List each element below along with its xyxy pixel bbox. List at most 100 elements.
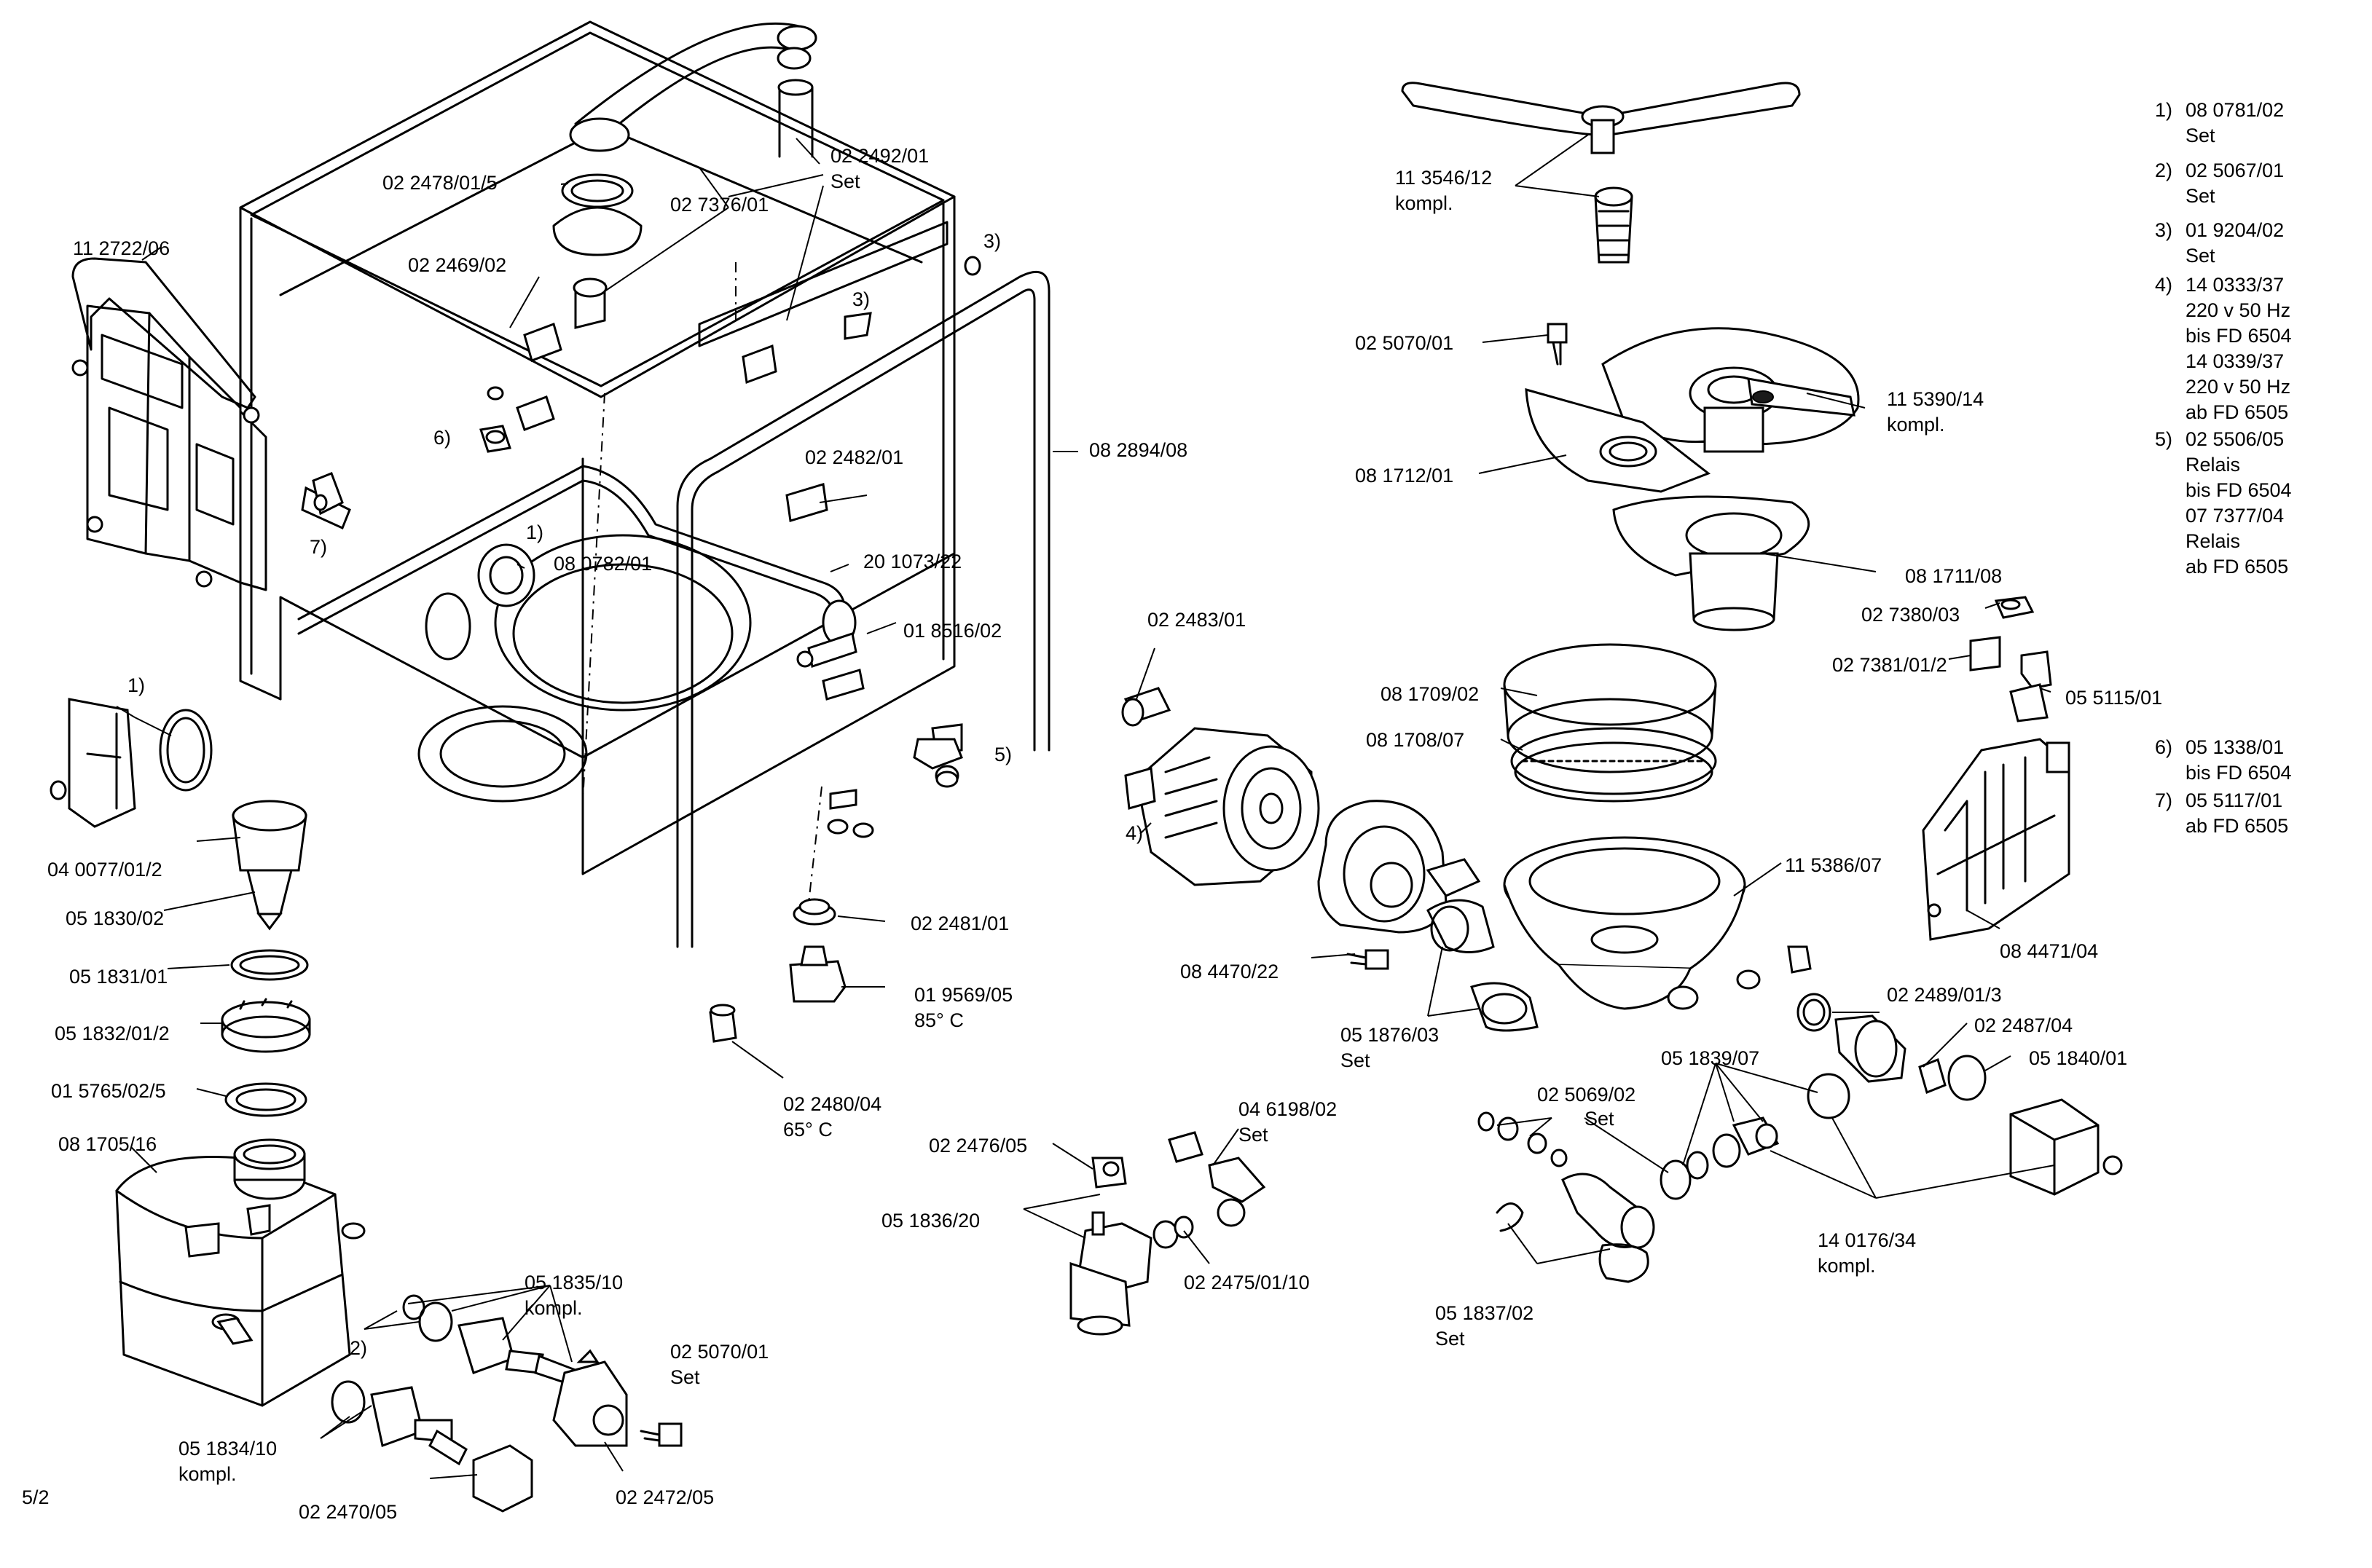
label-08-2894-08: 08 2894/08 bbox=[1089, 439, 1188, 461]
label-05-1876-03: 05 1876/03 bbox=[1340, 1024, 1440, 1046]
footnote-4-line-4: 14 0339/37 bbox=[2186, 350, 2285, 372]
label-05-1840-01: 05 1840/01 bbox=[2029, 1047, 2128, 1069]
footnote-4-line-2: 220 v 50 Hz bbox=[2186, 299, 2291, 321]
footnote-2-line-2: Set bbox=[2186, 185, 2215, 207]
label-set-02-2492: Set bbox=[830, 170, 860, 192]
circulation-pump-motor bbox=[1124, 727, 1539, 1032]
footnote-6-line-1: 05 1338/01 bbox=[2186, 736, 2285, 758]
footnote-5-line-6: ab FD 6505 bbox=[2186, 556, 2289, 578]
note-ref-3-lower: 3) bbox=[852, 288, 871, 310]
label-08-1708-07: 08 1708/07 bbox=[1366, 729, 1465, 751]
label-02-5069-02: 02 5069/02 bbox=[1537, 1084, 1636, 1106]
note-ref-7: 7) bbox=[310, 536, 328, 558]
label-08-4470-22: 08 4470/22 bbox=[1180, 961, 1279, 982]
label-kompl-05-1835: kompl. bbox=[525, 1297, 583, 1319]
label-02-2476-05: 02 2476/05 bbox=[929, 1135, 1028, 1157]
label-65-c: 65° C bbox=[783, 1119, 833, 1140]
note-ref-3-upper: 3) bbox=[983, 230, 1002, 252]
leader-lines bbox=[116, 134, 2055, 1479]
note-ref-6: 6) bbox=[433, 427, 452, 449]
footnote-4-line-6: ab FD 6505 bbox=[2186, 401, 2289, 423]
footnote-4-line-1: 14 0333/37 bbox=[2186, 274, 2285, 296]
label-05-1834-10: 05 1834/10 bbox=[178, 1438, 278, 1459]
label-02-7380-03: 02 7380/03 bbox=[1861, 604, 1960, 626]
label-02-2481-01: 02 2481/01 bbox=[911, 913, 1010, 934]
label-14-0176-34: 14 0176/34 bbox=[1818, 1229, 1917, 1251]
label-02-2487-04: 02 2487/04 bbox=[1974, 1015, 2073, 1036]
footnote-1-key: 1) bbox=[2155, 99, 2173, 121]
label-kompl-11-5390: kompl. bbox=[1887, 414, 1945, 436]
label-02-5070-01-right: 02 5070/01 bbox=[1355, 332, 1454, 354]
note-ref-1-tub: 1) bbox=[526, 521, 544, 543]
label-02-2472-05: 02 2472/05 bbox=[616, 1486, 715, 1508]
label-kompl-05-1834: kompl. bbox=[178, 1463, 237, 1485]
spray-arm-and-filter-assembly bbox=[1401, 82, 2052, 722]
footnote-4-line-5: 220 v 50 Hz bbox=[2186, 376, 2291, 398]
label-01-8516-02: 01 8516/02 bbox=[903, 620, 1002, 642]
label-02-7381-01-2: 02 7381/01/2 bbox=[1832, 654, 1947, 676]
label-05-1832-01-2: 05 1832/01/2 bbox=[55, 1023, 170, 1044]
label-05-1835-10: 05 1835/10 bbox=[525, 1272, 624, 1293]
label-02-2492-01: 02 2492/01 bbox=[830, 145, 930, 167]
label-04-6198-02: 04 6198/02 bbox=[1238, 1098, 1338, 1120]
label-01-9569-05: 01 9569/05 bbox=[914, 984, 1013, 1006]
footnote-6-key: 6) bbox=[2155, 736, 2173, 758]
note-ref-5: 5) bbox=[994, 744, 1013, 765]
label-08-1709-02: 08 1709/02 bbox=[1381, 683, 1480, 705]
label-set-05-1837: Set bbox=[1435, 1328, 1465, 1350]
water-softener-assembly bbox=[50, 698, 366, 1407]
label-11-5386-07: 11 5386/07 bbox=[1785, 854, 1882, 876]
label-02-2483-01: 02 2483/01 bbox=[1147, 609, 1246, 631]
note-ref-4: 4) bbox=[1126, 822, 1144, 844]
label-02-2470-05: 02 2470/05 bbox=[299, 1501, 398, 1523]
label-08-0782-01: 08 0782/01 bbox=[554, 553, 653, 575]
label-02-2469-02: 02 2469/02 bbox=[408, 254, 507, 276]
note-ref-1-left: 1) bbox=[127, 674, 146, 696]
label-02-7376-01: 02 7376/01 bbox=[670, 194, 769, 216]
label-02-2478-01-5: 02 2478/01/5 bbox=[382, 172, 498, 194]
label-08-1705-16: 08 1705/16 bbox=[58, 1133, 157, 1155]
label-05-1839-07: 05 1839/07 bbox=[1661, 1047, 1760, 1069]
label-set-04-6198: Set bbox=[1238, 1124, 1268, 1146]
label-08-1712-01: 08 1712/01 bbox=[1355, 465, 1454, 486]
label-kompl-11-3546: kompl. bbox=[1395, 192, 1453, 214]
footnote-5-line-4: 07 7377/04 bbox=[2186, 505, 2285, 527]
label-02-2482-01: 02 2482/01 bbox=[805, 446, 904, 468]
label-11-3546-12: 11 3546/12 bbox=[1395, 167, 1493, 189]
label-85-c: 85° C bbox=[914, 1009, 964, 1031]
label-set-05-1876: Set bbox=[1340, 1049, 1370, 1071]
footnote-5-line-5: Relais bbox=[2186, 530, 2241, 552]
footnote-3-key: 3) bbox=[2155, 219, 2173, 241]
label-02-5070-01-left: 02 5070/01 bbox=[670, 1341, 769, 1363]
footnote-4-line-3: bis FD 6504 bbox=[2186, 325, 2292, 347]
footnote-4-key: 4) bbox=[2155, 274, 2173, 296]
label-08-1711-08: 08 1711/08 bbox=[1905, 565, 2003, 587]
footnote-5-line-3: bis FD 6504 bbox=[2186, 479, 2292, 501]
valve-parts-bottom-left bbox=[331, 1294, 683, 1513]
dishwasher-tub bbox=[239, 20, 1050, 948]
footnote-5-line-2: Relais bbox=[2186, 454, 2241, 476]
page-number: 5/2 bbox=[22, 1486, 50, 1508]
footnote-6-line-2: bis FD 6504 bbox=[2186, 762, 2292, 784]
label-11-5390-14: 11 5390/14 bbox=[1887, 388, 1984, 410]
label-08-4471-04: 08 4471/04 bbox=[2000, 940, 2099, 962]
door-control-assembly bbox=[71, 257, 344, 591]
label-05-1836-20: 05 1836/20 bbox=[881, 1210, 981, 1232]
label-set-02-5070-left: Set bbox=[670, 1366, 700, 1388]
label-02-2480-04: 02 2480/04 bbox=[783, 1093, 882, 1115]
label-11-2722-06: 11 2722/06 bbox=[73, 237, 170, 259]
footnote-7-line-2: ab FD 6505 bbox=[2186, 815, 2289, 837]
note-ref-2: 2) bbox=[350, 1337, 368, 1359]
label-02-2475-01-10: 02 2475/01/10 bbox=[1184, 1272, 1310, 1293]
label-kompl-14-0176: kompl. bbox=[1818, 1255, 1876, 1277]
sump-assembly bbox=[1503, 643, 1812, 1010]
footnote-1-line-1: 08 0781/02 bbox=[2186, 99, 2285, 121]
label-02-2489-01-3: 02 2489/01/3 bbox=[1887, 984, 2002, 1006]
label-01-5765-02-5: 01 5765/02/5 bbox=[51, 1080, 166, 1102]
label-05-5115-01: 05 5115/01 bbox=[2065, 687, 2163, 709]
footnote-3-line-2: Set bbox=[2186, 245, 2215, 267]
label-05-1831-01: 05 1831/01 bbox=[69, 966, 168, 988]
label-05-1837-02: 05 1837/02 bbox=[1435, 1302, 1534, 1324]
label-set-02-5069: Set bbox=[1584, 1108, 1614, 1130]
